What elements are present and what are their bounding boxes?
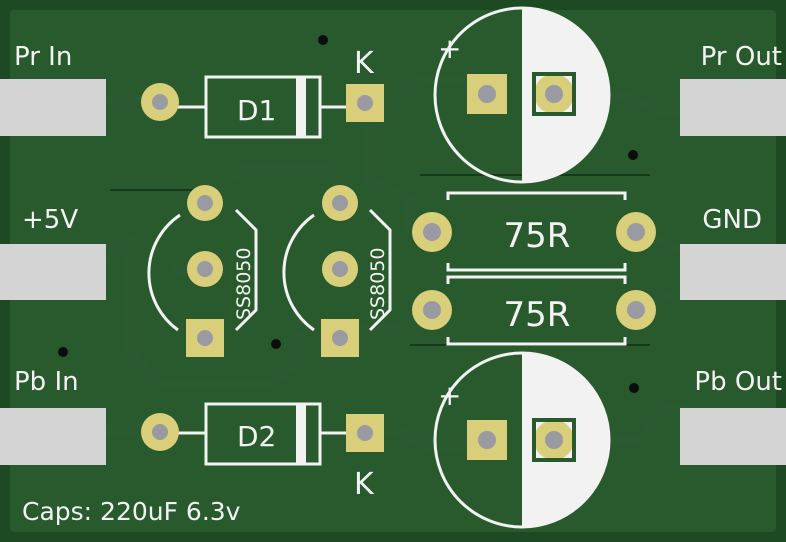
transistor-q1: SS8050 [147,208,258,332]
label-pr-out: Pr Out [701,42,782,72]
square-pads [186,74,507,460]
label-pb-in: Pb In [14,367,79,397]
pad-ring-cap-bottom [532,418,576,462]
edge-pad-5v [0,244,106,300]
label-q1: SS8050 [233,248,255,320]
diode-d2: D2 [176,402,346,466]
copper-pour [10,10,776,532]
label-gnd: GND [702,205,762,235]
edge-pad-pr-out [680,79,786,136]
label-r2: 75R [504,295,571,335]
label-k-bottom: K [354,467,375,502]
label-pr-in: Pr In [14,42,72,72]
pad-ring-cap-top [532,72,576,116]
edge-pad-pr-in [0,79,106,136]
resistor-r2: 75R [446,275,627,346]
resistor-r1: 75R [446,191,627,272]
edge-pad-pb-in [0,408,106,465]
vias [58,35,639,393]
label-d1: D1 [237,94,276,127]
cap-top-plus: + [438,32,461,65]
through-hole-pads [141,74,656,460]
label-k-top: K [354,46,375,81]
label-r1: 75R [504,216,571,256]
label-d2: D2 [237,420,276,453]
label-5v: +5V [22,205,78,235]
diode-d1: D1 [176,75,346,139]
transistor-q2: SS8050 [282,208,392,332]
edge-pad-gnd [680,244,786,300]
label-q2: SS8050 [367,248,389,320]
label-pb-out: Pb Out [694,367,782,397]
edge-pad-pb-out [680,408,786,465]
caps-note: Caps: 220uF 6.3v [22,497,241,526]
cap-bottom-plus: + [438,379,461,412]
